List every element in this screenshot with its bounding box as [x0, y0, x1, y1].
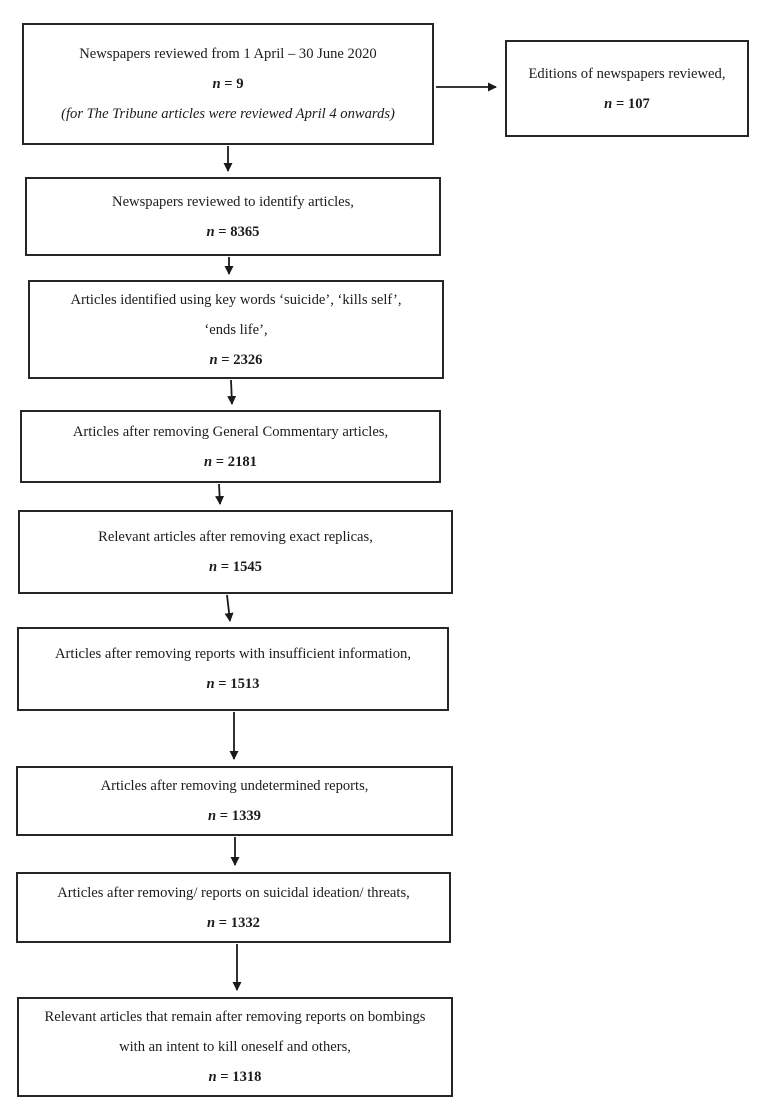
- box-text: Articles identified using key words ‘sui…: [70, 291, 402, 308]
- n-symbol: n: [208, 808, 217, 824]
- arrow-4: [215, 483, 225, 505]
- n-value: = 8365: [214, 223, 260, 240]
- arrow-3: [227, 379, 237, 405]
- box-text: Newspapers reviewed to identify articles…: [112, 193, 354, 210]
- box-text-2: with an intent to kill oneself and other…: [119, 1039, 351, 1055]
- box-count: n = 107: [511, 89, 743, 119]
- box-text: Articles after removing General Commenta…: [72, 423, 389, 440]
- flow-box-after-removing-exact-replicas: Relevant articles after removing exact r…: [18, 510, 453, 594]
- flow-box-editions-of-newspapers: Editions of newspapers reviewed, n = 107: [505, 40, 749, 137]
- box-text: Articles after removing undetermined rep…: [100, 778, 369, 794]
- flow-box-after-removing-undetermined: Articles after removing undetermined rep…: [16, 766, 453, 836]
- box-text: Relevant articles after removing exact r…: [98, 529, 373, 545]
- n-value: = 2181: [212, 453, 257, 470]
- n-symbol: n: [208, 1069, 217, 1085]
- flow-box-after-removing-insufficient-information: Articles after removing reports with ins…: [17, 627, 449, 711]
- n-symbol: n: [206, 676, 215, 692]
- box-count: n = 1318: [23, 1062, 447, 1092]
- flow-box-after-removing-general-commentary: Articles after removing General Commenta…: [20, 410, 441, 483]
- box-count: n = 1545: [24, 552, 447, 582]
- box-text: Articles after removing/ reports on suic…: [57, 884, 410, 901]
- n-value: = 1339: [216, 808, 261, 824]
- n-value: = 1318: [216, 1069, 262, 1085]
- n-symbol: n: [209, 559, 218, 575]
- n-symbol: n: [212, 76, 221, 92]
- box-count: n = 1513: [23, 669, 443, 699]
- box-note: (for The Tribune articles were reviewed …: [61, 106, 395, 122]
- n-symbol: n: [204, 453, 213, 470]
- n-value: = 2326: [217, 351, 263, 368]
- box-count: n = 1332: [22, 908, 445, 938]
- n-value: = 107: [612, 95, 650, 112]
- box-text-2: ‘ends life’,: [204, 321, 268, 338]
- box-count: n = 1339: [22, 801, 447, 831]
- n-symbol: n: [604, 95, 613, 112]
- n-value: = 1513: [214, 676, 260, 692]
- box-text: Editions of newspapers reviewed,: [528, 65, 726, 82]
- n-value: = 1332: [215, 914, 260, 931]
- n-symbol: n: [207, 914, 216, 931]
- n-value: = 9: [220, 76, 244, 92]
- box-text: Newspapers reviewed from 1 April – 30 Ju…: [79, 46, 377, 62]
- box-text: Relevant articles that remain after remo…: [44, 1009, 426, 1025]
- arrow-5: [224, 594, 234, 622]
- box-count: n = 9: [28, 69, 428, 99]
- n-value: = 1545: [217, 559, 262, 575]
- flow-box-newspapers-reviewed: Newspapers reviewed from 1 April – 30 Ju…: [22, 23, 434, 145]
- box-count: n = 8365: [31, 217, 435, 247]
- n-symbol: n: [206, 223, 215, 240]
- n-symbol: n: [209, 351, 218, 368]
- box-count: n = 2326: [34, 345, 438, 375]
- flow-box-newspapers-reviewed-to-identify: Newspapers reviewed to identify articles…: [25, 177, 441, 256]
- box-text: Articles after removing reports with ins…: [55, 646, 411, 662]
- box-count: n = 2181: [26, 447, 435, 477]
- flow-box-after-removing-ideation-threats: Articles after removing/ reports on suic…: [16, 872, 451, 943]
- flow-box-final-relevant-articles: Relevant articles that remain after remo…: [17, 997, 453, 1097]
- flow-box-articles-identified-keywords: Articles identified using key words ‘sui…: [28, 280, 444, 379]
